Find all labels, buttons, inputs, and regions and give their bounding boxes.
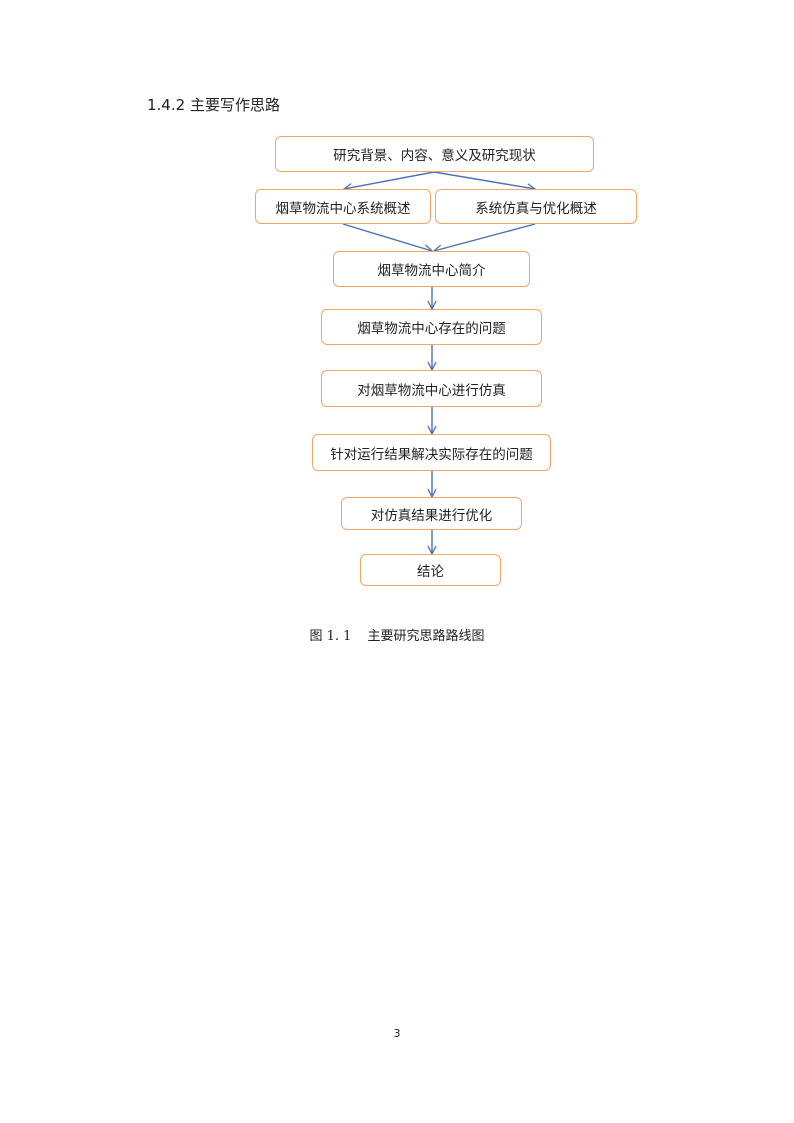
flow-node-label: 研究背景、内容、意义及研究现状 [333,148,536,164]
arrow-n1-n2 [344,171,435,189]
flow-node-label: 系统仿真与优化概述 [475,200,597,217]
section-title: 主要写作思路 [189,96,280,114]
flow-node-label: 对烟草物流中心进行仿真 [357,382,506,399]
page-number: 3 [393,1027,401,1040]
flow-node-simulation: 对烟草物流中心进行仿真 [321,370,542,407]
flow-node-center-intro: 烟草物流中心简介 [333,251,530,287]
figure-caption: 图 1. 1 主要研究思路路线图 [0,625,794,644]
arrow-n2-n4 [342,223,432,251]
section-number: 1.4.2 [147,96,186,114]
flow-node-label: 针对运行结果解决实际存在的问题 [330,446,533,463]
flow-node-solve-problems: 针对运行结果解决实际存在的问题 [312,434,551,471]
flow-node-label: 烟草物流中心系统概述 [275,200,411,217]
arrow-n1-n3 [433,171,535,189]
flow-node-research-background: 研究背景、内容、意义及研究现状 [275,136,594,172]
flow-node-label: 对仿真结果进行优化 [370,507,493,524]
figure-title: 主要研究思路路线图 [367,629,485,644]
flow-node-label: 烟草物流中心存在的问题 [357,321,506,337]
flow-node-system-overview: 烟草物流中心系统概述 [255,189,431,224]
flow-node-label: 结论 [417,564,444,580]
figure-label: 图 1. 1 [309,629,352,644]
arrow-n3-n4 [434,223,536,251]
flow-node-optimization: 对仿真结果进行优化 [341,497,522,530]
flow-node-simulation-overview: 系统仿真与优化概述 [435,189,637,224]
flow-node-existing-problems: 烟草物流中心存在的问题 [321,309,542,345]
section-heading: 1.4.2 主要写作思路 [147,94,280,115]
flow-node-conclusion: 结论 [360,554,501,586]
flow-node-label: 烟草物流中心简介 [377,263,486,279]
